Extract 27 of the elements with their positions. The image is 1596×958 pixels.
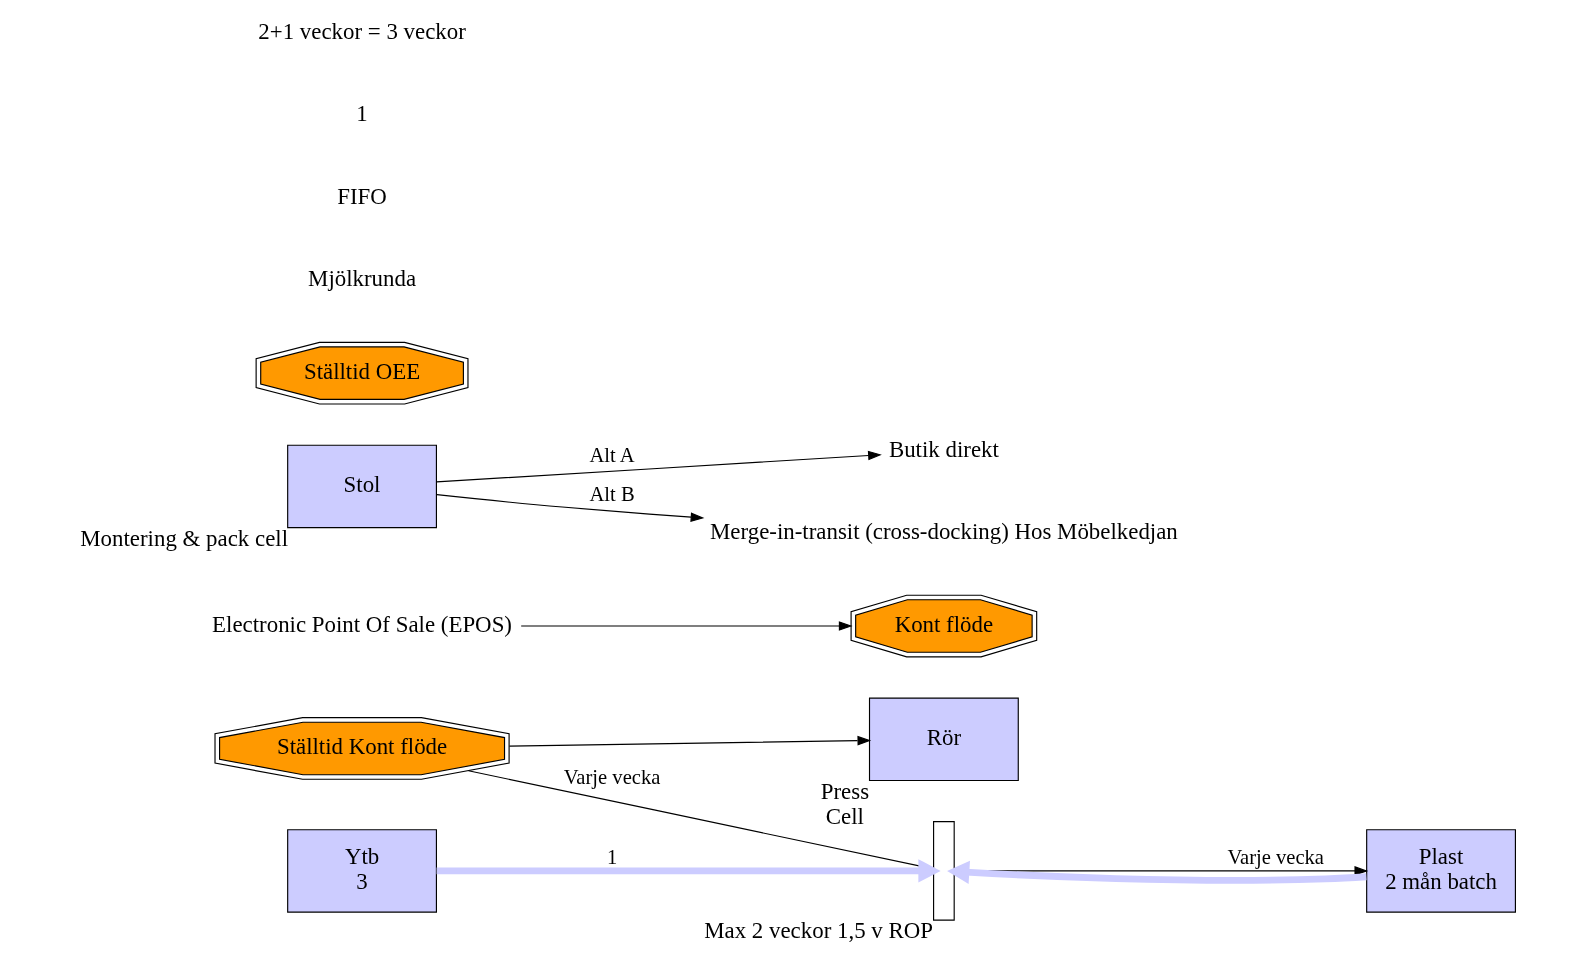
node-box: Stol <box>287 444 437 529</box>
node-text: Mjölkrunda <box>308 266 417 292</box>
node-bar <box>933 821 955 921</box>
arrow <box>508 735 872 747</box>
node-box: Rör <box>868 697 1019 782</box>
node-text: Butik direkt <box>888 436 999 462</box>
label: FIFO <box>337 183 387 209</box>
node-label: Cell <box>825 803 864 829</box>
node-text: Electronic Point Of Sale (EPOS) <box>212 611 512 637</box>
node-box: Ytb 3 <box>287 829 437 913</box>
node-box: Plast 2 mån batch <box>1366 829 1516 913</box>
edge-label: Alt B <box>589 482 635 505</box>
node-label: Montering & pack cell <box>80 525 288 551</box>
arrow <box>436 494 705 522</box>
edge-label: Varje vecka <box>563 766 661 789</box>
node-label: Press <box>820 778 870 804</box>
edge-label: Alt A <box>589 443 635 466</box>
node-text: Merge-in-transit (cross-docking) Hos Möbelkedjan <box>710 519 1178 545</box>
arrow <box>520 621 853 631</box>
edge-label: 1 <box>606 846 618 869</box>
arrow <box>436 859 941 883</box>
label: 1 <box>356 101 368 127</box>
arrow <box>947 860 1367 885</box>
edge-label: Varje vecka <box>1227 846 1324 869</box>
node-label: Max 2 veckor 1,5 v ROP <box>704 918 933 944</box>
label: 2+1 veckor = 3 veckor <box>258 19 466 45</box>
arrow <box>436 450 882 483</box>
